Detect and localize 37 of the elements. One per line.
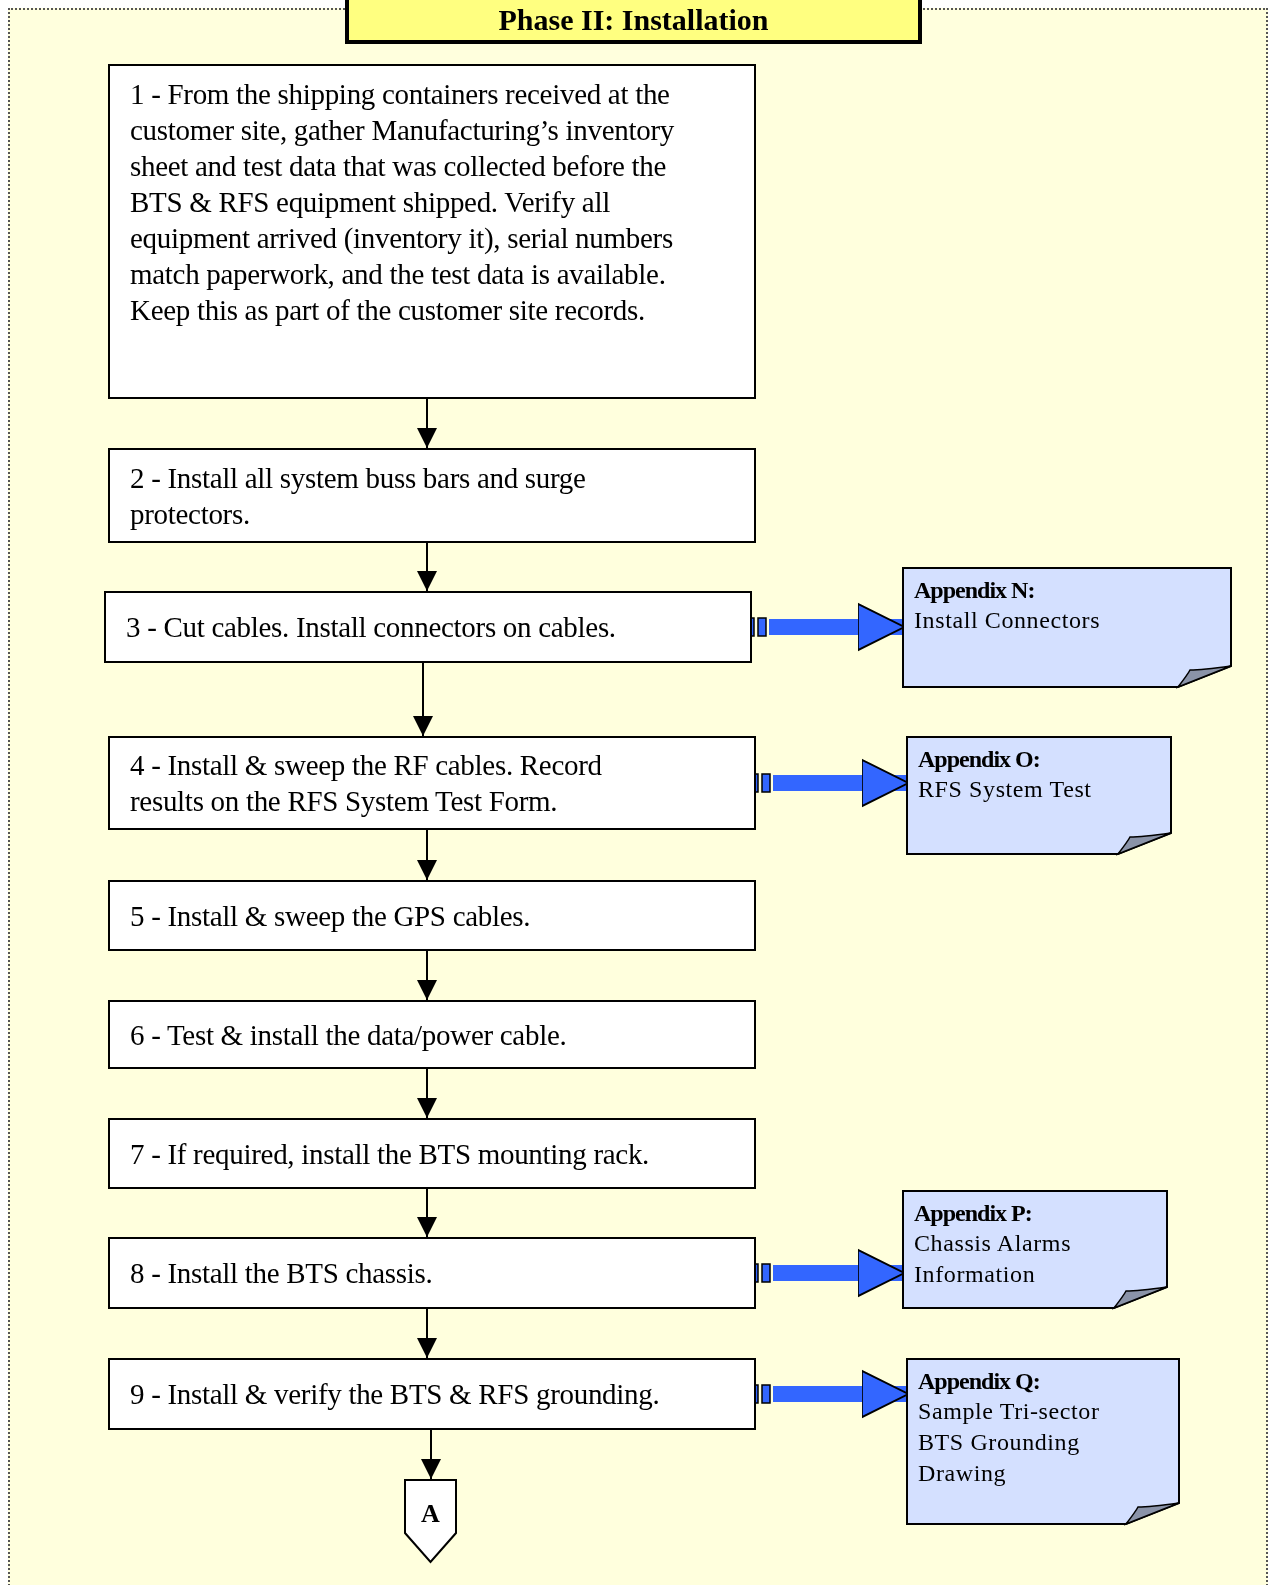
step-text: 2 - Install all system buss bars and surge protectors. <box>130 460 587 532</box>
arrow <box>421 1429 441 1480</box>
note-text: Chassis Alarms Information <box>914 1229 1073 1289</box>
process-box <box>108 880 756 951</box>
step-text: 5 - Install & sweep the GPS cables. <box>130 898 532 934</box>
note-heading: Appendix N: <box>914 576 1036 605</box>
process-box <box>108 736 756 830</box>
note-heading: Appendix O: <box>918 745 1041 774</box>
process-box <box>108 64 756 399</box>
step-text: 3 - Cut cables. Install connectors on cables. <box>126 610 617 645</box>
note-heading: Appendix Q: <box>918 1367 1041 1396</box>
note-heading: Appendix P: <box>914 1199 1033 1228</box>
process-box <box>104 591 752 663</box>
step-text: 4 - Install & sweep the RF cables. Record results on the RFS System Test Form. <box>130 748 603 819</box>
arrow <box>413 662 433 737</box>
step-text: 7 - If required, install the BTS mounting rack. <box>130 1136 651 1172</box>
process-box <box>108 1118 756 1189</box>
process-box <box>108 1237 756 1309</box>
connector-letter: A <box>421 1499 440 1529</box>
process-box <box>108 448 756 543</box>
arrow <box>417 1068 437 1119</box>
step-text: 6 - Test & install the data/power cable. <box>130 1017 568 1053</box>
title-banner: Phase II: Installation <box>345 0 922 44</box>
step-text: 1 - From the shipping containers received at the customer site, gather Manufacturing’s inventory sheet and test data that was collected before the BTS & RFS equipment shipped. Verify all equipment arrived (inventory it), serial numbers match paperwork, and the test data is available. Keep this as part of the customer site records. <box>130 77 674 328</box>
arrow <box>417 1308 437 1359</box>
arrow <box>417 542 437 592</box>
process-box <box>108 1000 756 1069</box>
arrow <box>417 1188 437 1238</box>
arrow <box>417 950 437 1001</box>
process-box <box>108 1358 756 1430</box>
arrow <box>417 829 437 881</box>
step-text: 9 - Install & verify the BTS & RFS grounding. <box>130 1377 661 1412</box>
step-text: 8 - Install the BTS chassis. <box>130 1256 434 1291</box>
note-text: RFS System Test <box>918 775 1093 804</box>
note-text: Sample Tri-sector BTS Grounding Drawing <box>918 1397 1101 1488</box>
note-text: Install Connectors <box>914 606 1102 635</box>
arrow <box>417 398 437 449</box>
